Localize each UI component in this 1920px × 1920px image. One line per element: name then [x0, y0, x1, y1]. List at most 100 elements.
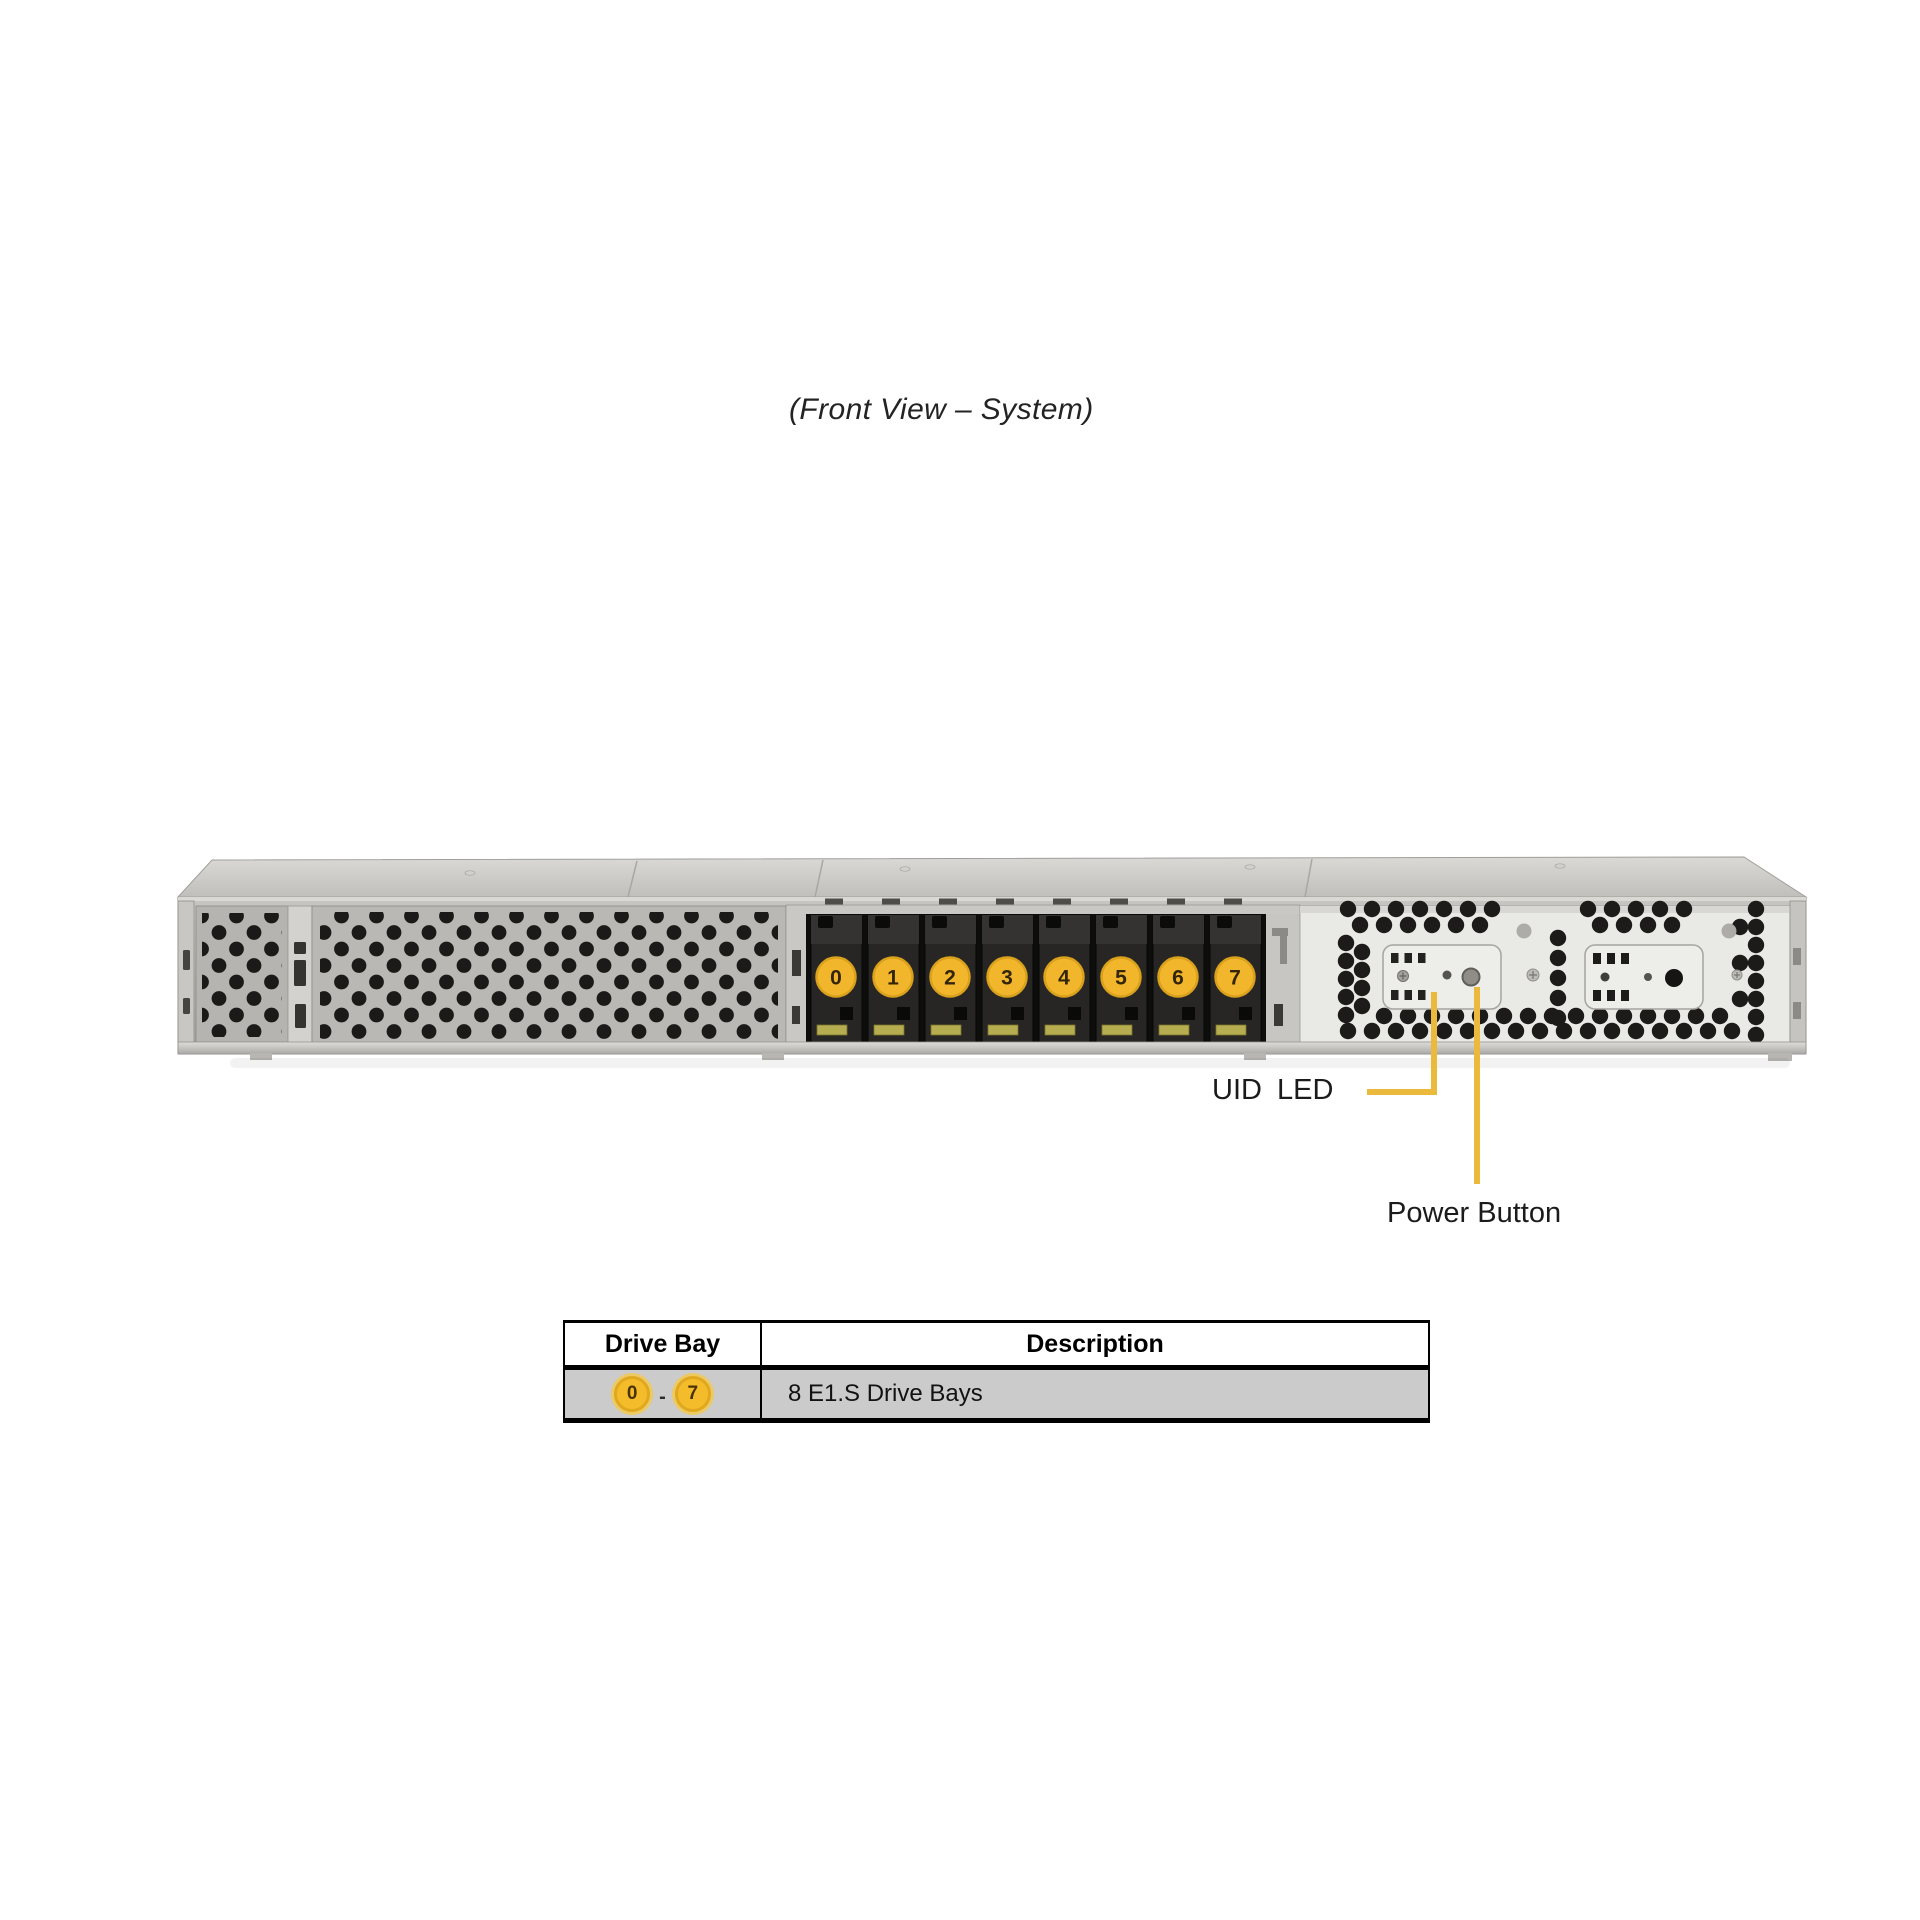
chassis-shadow: [230, 1058, 1790, 1068]
cage-top-slot: [1167, 898, 1185, 905]
bottom-foot: [1768, 1053, 1792, 1061]
bay-badge-end: 7: [674, 1376, 711, 1412]
bay-number-label: 5: [1115, 967, 1127, 990]
right-ear-slot: [1793, 1002, 1801, 1019]
right-rack-ear: [1789, 900, 1807, 1053]
bay-number-badge: [986, 956, 1028, 998]
tray-latch-notch: [932, 916, 947, 928]
drive-bay-tray: 6: [1152, 898, 1205, 1047]
table-header-description: Description: [1026, 1329, 1164, 1358]
bottom-foot: [762, 1053, 784, 1060]
bay-number-label: 2: [944, 967, 956, 990]
figure-caption: (Front View – System): [789, 393, 1094, 426]
bay-number-badge: [1214, 956, 1256, 998]
top-screw: [1554, 863, 1566, 869]
latch-slot: [294, 960, 306, 986]
top-seam: [627, 860, 638, 898]
chassis-bottom-rail: [177, 1041, 1807, 1055]
bay-number-badge: [815, 956, 857, 998]
tray-led-window: [1068, 1007, 1081, 1020]
tray-led-window: [840, 1007, 853, 1020]
faint-rivet: [1516, 923, 1532, 939]
drive-bay-table: Drive Bay Description 0 - 7 8 E1.S Drive…: [563, 1320, 1430, 1423]
bay-number-label: 1: [887, 967, 899, 990]
tray-release-tab: [1101, 1024, 1133, 1036]
bottom-foot: [250, 1053, 272, 1060]
tray-led-window: [1125, 1007, 1138, 1020]
tray-led-window: [954, 1007, 967, 1020]
tray-release-tab: [1044, 1024, 1076, 1036]
top-screw: [1244, 864, 1256, 870]
bay-number-label: 6: [1172, 967, 1184, 990]
table-header-drive-bay: Drive Bay: [565, 1323, 762, 1365]
bay-number-label: 4: [1058, 967, 1070, 990]
tray-latch-notch: [1103, 916, 1118, 928]
top-edge-highlight: [178, 897, 1806, 901]
right-ear-slot: [1793, 948, 1801, 965]
cage-top-slot: [882, 898, 900, 905]
bracket-detail: [1272, 928, 1288, 936]
wide-panel-perforations: [320, 912, 778, 1039]
tray-release-tab: [930, 1024, 962, 1036]
cage-top-slot: [996, 898, 1014, 905]
tray-led-window: [1182, 1007, 1195, 1020]
tray-latch-notch: [875, 916, 890, 928]
left-control-plate: [1382, 944, 1502, 1010]
plate-dot: [1644, 973, 1652, 981]
tray-latch-notch: [818, 916, 833, 928]
tray-release-tab: [1215, 1024, 1247, 1036]
right-panel-top-strip: [1300, 906, 1790, 913]
tray-led-window: [897, 1007, 910, 1020]
right-panel-perforations: [1337, 900, 1765, 1044]
narrow-panel-perforations: [202, 913, 282, 1037]
left-ear-slot: [183, 998, 190, 1014]
table-row: 0 - 7 8 E1.S Drive Bays: [565, 1370, 1428, 1423]
top-seam: [1304, 858, 1313, 898]
cage-slot: [792, 950, 801, 976]
table-cell-description: 8 E1.S Drive Bays: [788, 1380, 983, 1407]
tray-led-window: [1011, 1007, 1024, 1020]
plate-dot: [1600, 972, 1610, 982]
bay-badge-start: 0: [614, 1376, 651, 1412]
bay-number-badge: [1157, 956, 1199, 998]
cage-slot: [792, 1006, 800, 1024]
uid-led-leader-line: [1367, 992, 1437, 1095]
cage-top-slot: [939, 898, 957, 905]
tray-latch-notch: [1046, 916, 1061, 928]
top-screw: [899, 866, 911, 872]
left-rack-ear: [177, 900, 195, 1053]
bay-number-badge: [872, 956, 914, 998]
top-seam: [814, 859, 824, 898]
bay-number-label: 0: [830, 967, 842, 990]
table-header-row: Drive Bay Description: [565, 1323, 1428, 1370]
top-screw: [464, 870, 476, 876]
uid-led: [1442, 970, 1452, 980]
power-button-label: Power Button: [1387, 1197, 1562, 1229]
bay-range-separator: -: [659, 1385, 666, 1408]
table-cell-bay-range: 0 - 7: [565, 1370, 762, 1418]
drive-bay-tray: 7: [1209, 898, 1262, 1047]
cage-top-slot: [1224, 898, 1242, 905]
tray-latch-notch: [1160, 916, 1175, 928]
bay-number-badge: [1100, 956, 1142, 998]
bay-number-label: 3: [1001, 967, 1013, 990]
left-ear-slot: [183, 950, 190, 970]
tray-release-tab: [987, 1024, 1019, 1036]
cage-top-slot: [1053, 898, 1071, 905]
bottom-foot: [1244, 1053, 1266, 1060]
tray-latch-notch: [1217, 916, 1232, 928]
cage-top-slot: [1110, 898, 1128, 905]
uid-led-label: UID LED: [1212, 1074, 1334, 1106]
tray-release-tab: [1158, 1024, 1190, 1036]
plate-button-hole: [1665, 969, 1683, 987]
tray-release-tab: [816, 1024, 848, 1036]
chassis-top-face: [176, 856, 1808, 898]
bracket-slot: [1274, 1004, 1283, 1026]
drive-bays-group: 0 1 2 3 4 5 6 7: [810, 898, 1262, 1047]
drive-bay-tray: 1: [867, 898, 920, 1047]
tray-release-tab: [873, 1024, 905, 1036]
cage-top-slot: [825, 898, 843, 905]
bracket-detail: [1280, 936, 1287, 964]
